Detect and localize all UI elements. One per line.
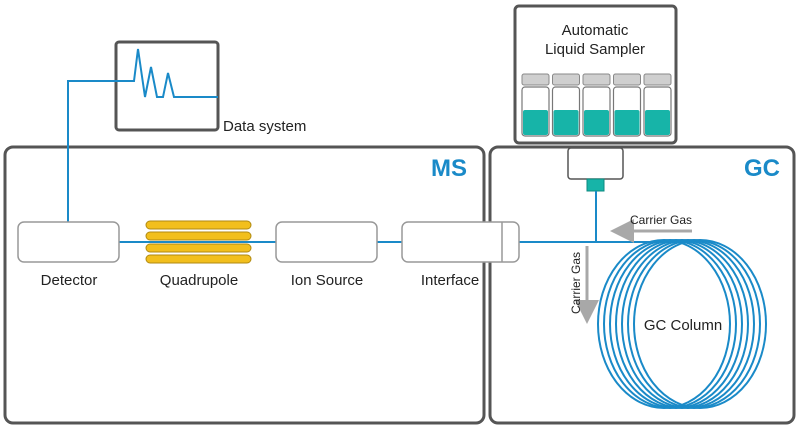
interface-box <box>401 221 520 263</box>
interface-label: Interface <box>421 272 479 289</box>
vial-liquid <box>553 110 579 135</box>
ion-source-box <box>275 221 378 263</box>
quadrupole-rod <box>145 220 252 230</box>
detector-label: Detector <box>41 272 98 289</box>
vial-rack <box>521 73 672 137</box>
data-system-label: Data system <box>223 118 306 135</box>
vial-liquid <box>523 110 548 135</box>
data-system-monitor <box>114 40 220 132</box>
quadrupole-rod <box>145 231 252 241</box>
vial-cap <box>613 73 641 86</box>
gc-label: GC <box>744 155 780 182</box>
quadrupole-rod <box>145 254 252 264</box>
detector-box <box>17 221 120 263</box>
vial-cap <box>552 73 580 86</box>
injector-box <box>567 147 624 180</box>
vial-cap <box>643 73 672 86</box>
quadrupole-label: Quadrupole <box>160 272 238 289</box>
vial-liquid <box>584 110 609 135</box>
detector-data-wire <box>67 80 126 222</box>
gc-column-coil <box>597 239 767 409</box>
vial-cap <box>521 73 550 86</box>
vial-liquid <box>645 110 670 135</box>
sampler-label-line1: Automatic <box>562 22 629 39</box>
gc-enclosure <box>488 145 796 425</box>
injector-needle <box>586 178 605 192</box>
carrier-gas-label-horizontal: Carrier Gas <box>630 213 692 227</box>
quadrupole-rods <box>145 220 252 264</box>
sampler-label-line2: Liquid Sampler <box>545 41 645 58</box>
ms-label: MS <box>431 155 467 182</box>
ion-source-label: Ion Source <box>291 272 364 289</box>
gc-column-label: GC Column <box>644 317 722 334</box>
spectrum-trace <box>126 48 218 98</box>
ms-enclosure <box>3 145 486 425</box>
vial-cap <box>582 73 611 86</box>
carrier-gas-label-vertical: Carrier Gas <box>569 252 583 314</box>
vial-liquid <box>614 110 640 135</box>
quadrupole-rod <box>145 243 252 253</box>
coil-loop <box>633 239 767 409</box>
